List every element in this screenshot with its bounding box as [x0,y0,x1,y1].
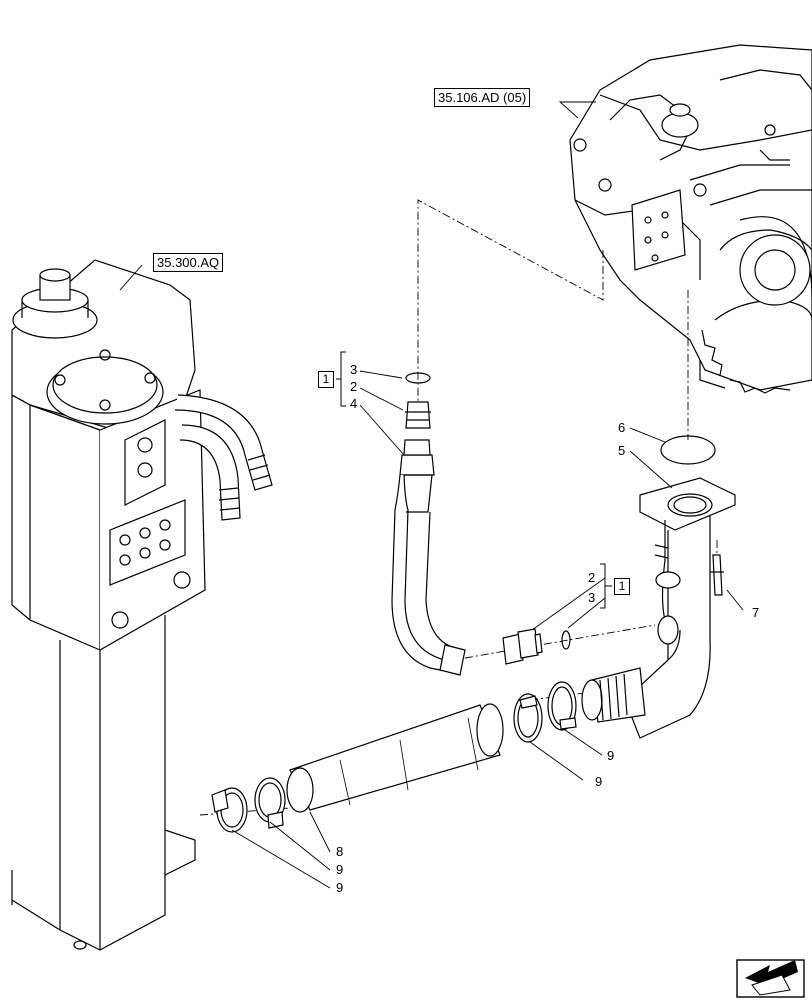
elbow-pipe [581,435,736,739]
callout-2-lower: 2 [588,570,596,585]
ref-transmission[interactable]: 35.106.AD (05) [434,88,531,107]
callout-2-upper: 2 [350,379,358,394]
callout-8: 8 [336,844,344,859]
kit-label-upper: 1 [318,371,334,388]
view-direction-arrow-icon [736,959,805,998]
leader-lines [119,101,744,889]
callout-5: 5 [618,443,626,458]
callout-3-upper: 3 [350,362,358,377]
callout-9-d: 9 [607,748,615,763]
callout-6: 6 [618,420,626,435]
hose-assembly [391,372,466,676]
callout-9-b: 9 [336,880,344,895]
kit-brackets [336,351,612,609]
transmission-pump [569,44,812,394]
hydraulic-tank [11,259,273,951]
callout-9-c: 9 [595,774,603,789]
callout-3-lower: 3 [588,590,596,605]
hose-section [286,703,504,813]
callout-9-a: 9 [336,862,344,877]
callout-4: 4 [350,396,358,411]
callout-7: 7 [752,605,760,620]
clamps-lower [211,777,286,833]
clamps-upper [513,681,577,743]
kit-label-lower: 1 [614,578,630,595]
ref-tank[interactable]: 35.300.AQ [153,253,224,272]
lower-fitting [502,628,571,665]
